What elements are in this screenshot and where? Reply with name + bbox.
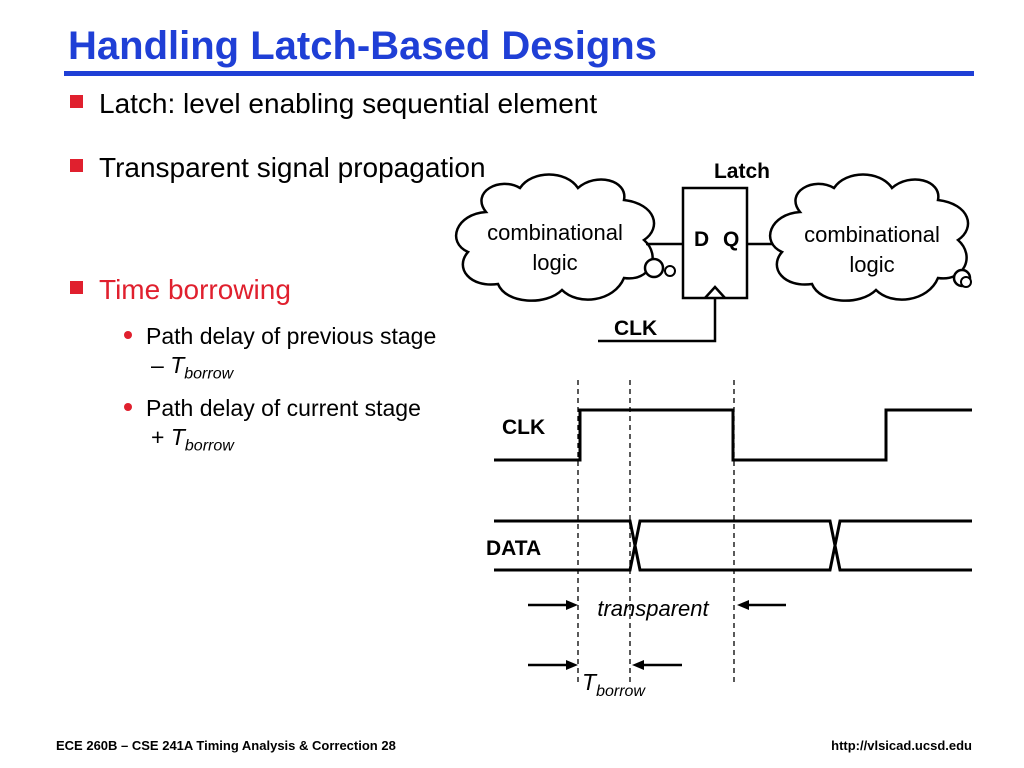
cloud-left-line1: combinational [487,220,623,245]
bullet-text: Time borrowing [99,274,291,305]
bullet-square-icon [70,281,83,294]
bullet-square-icon [70,95,83,108]
clk-waveform-label: CLK [502,416,545,439]
clk-wire-label: CLK [614,317,657,340]
sub-bullet-prefix: + [151,424,171,450]
clk-waveform [494,408,972,462]
tborrow-arrow-left [528,660,578,670]
sub-bullet-line1: Path delay of previous stage [146,323,437,349]
latch-d-label: D [694,228,709,251]
cloud-left-bubble-large [643,257,665,279]
cloud-left-line2: logic [532,250,577,275]
slide-title: Handling Latch-Based Designs [68,24,657,68]
latch-q-label: Q [723,228,739,251]
transparent-arrow-right [737,600,786,610]
latch-box [681,186,749,300]
sub-bullet-prefix: – [151,352,171,378]
footer-course: ECE 260B – CSE 241A Timing Analysis & Co… [56,738,396,753]
sub-bullet-line1: Path delay of current stage [146,395,421,421]
bullet-dot-icon [124,331,132,339]
transparent-label: transparent [597,596,709,621]
bullet-dot-icon [124,403,132,411]
latch-label: Latch [714,160,770,183]
tborrow-label-sub: borrow [596,683,646,700]
cloud-left-bubble-small [664,265,676,277]
transparent-arrow-left [528,600,578,610]
cloud-right-bubble-small [960,276,972,288]
bullet-text: Transparent signal propagation [99,152,486,183]
bullet-square-icon [70,159,83,172]
data-waveform-label: DATA [486,537,541,560]
tborrow-label: Tborrow [582,669,646,700]
latch-clock-triangle [704,285,726,299]
bullet-latch: Latch: level enabling sequential element [70,88,597,120]
cloud-right-line2: logic [849,252,894,277]
tborrow-arrow-right [632,660,682,670]
tborrow-subscript: borrow [184,437,234,455]
clk-wire [598,298,717,343]
tborrow-var: T [170,352,185,378]
sub-bullet-previous-stage: Path delay of previous stage – Tborrow [124,322,436,389]
footer-url: http://vlsicad.ucsd.edu [831,738,972,753]
tborrow-label-var: T [582,669,598,695]
bullet-transparent: Transparent signal propagation [70,152,486,184]
bullet-time-borrowing: Time borrowing [70,274,291,306]
tborrow-subscript: borrow [184,365,234,383]
data-waveform [494,519,972,572]
bullet-text: Latch: level enabling sequential element [99,88,598,119]
title-underline [64,71,974,76]
sub-bullet-current-stage: Path delay of current stage + Tborrow [124,394,421,461]
tborrow-var: T [170,424,185,450]
cloud-right-line1: combinational [804,222,940,247]
